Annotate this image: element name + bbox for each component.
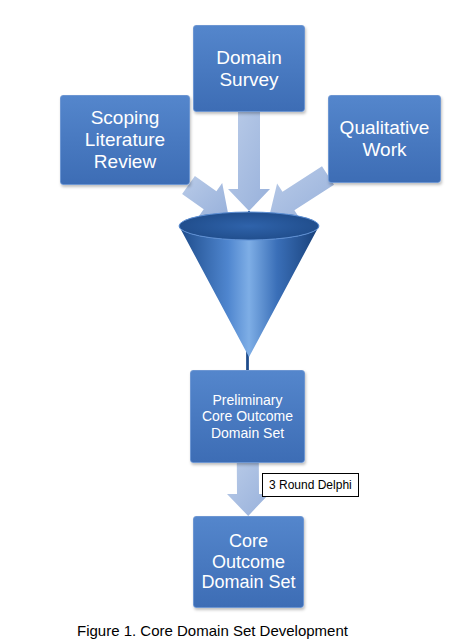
box-label: Qualitative Work bbox=[335, 117, 434, 161]
box-label: Core Outcome Domain Set bbox=[200, 531, 297, 593]
box-text-group: Qualitative Work bbox=[335, 117, 434, 161]
edge-label: 3 Round Delphi bbox=[262, 473, 359, 497]
box-label: Scoping Literature Review bbox=[67, 107, 183, 173]
box-text-group: Preliminary Core Outcome Domain Set bbox=[197, 392, 298, 440]
figure-caption: Figure 1. Core Domain Set Development bbox=[77, 622, 348, 639]
block-arrow bbox=[228, 112, 270, 211]
box-text-group: Core Outcome Domain Set bbox=[200, 531, 297, 593]
funnel-cone bbox=[179, 226, 319, 357]
funnel-rim bbox=[179, 212, 319, 240]
block-arrow bbox=[270, 166, 334, 218]
source-box: Scoping Literature Review bbox=[60, 95, 190, 185]
box-text-group: Domain Survey bbox=[200, 47, 298, 91]
box-label: Preliminary Core Outcome Domain Set bbox=[197, 392, 298, 440]
source-box: Domain Survey bbox=[193, 25, 305, 112]
box-text-group: Scoping Literature Review bbox=[67, 107, 183, 173]
source-box: Qualitative Work bbox=[328, 95, 441, 183]
result-box: Core Outcome Domain Set bbox=[193, 516, 304, 608]
box-label: Domain Survey bbox=[200, 47, 298, 91]
preliminary-box: Preliminary Core Outcome Domain Set bbox=[190, 370, 305, 463]
